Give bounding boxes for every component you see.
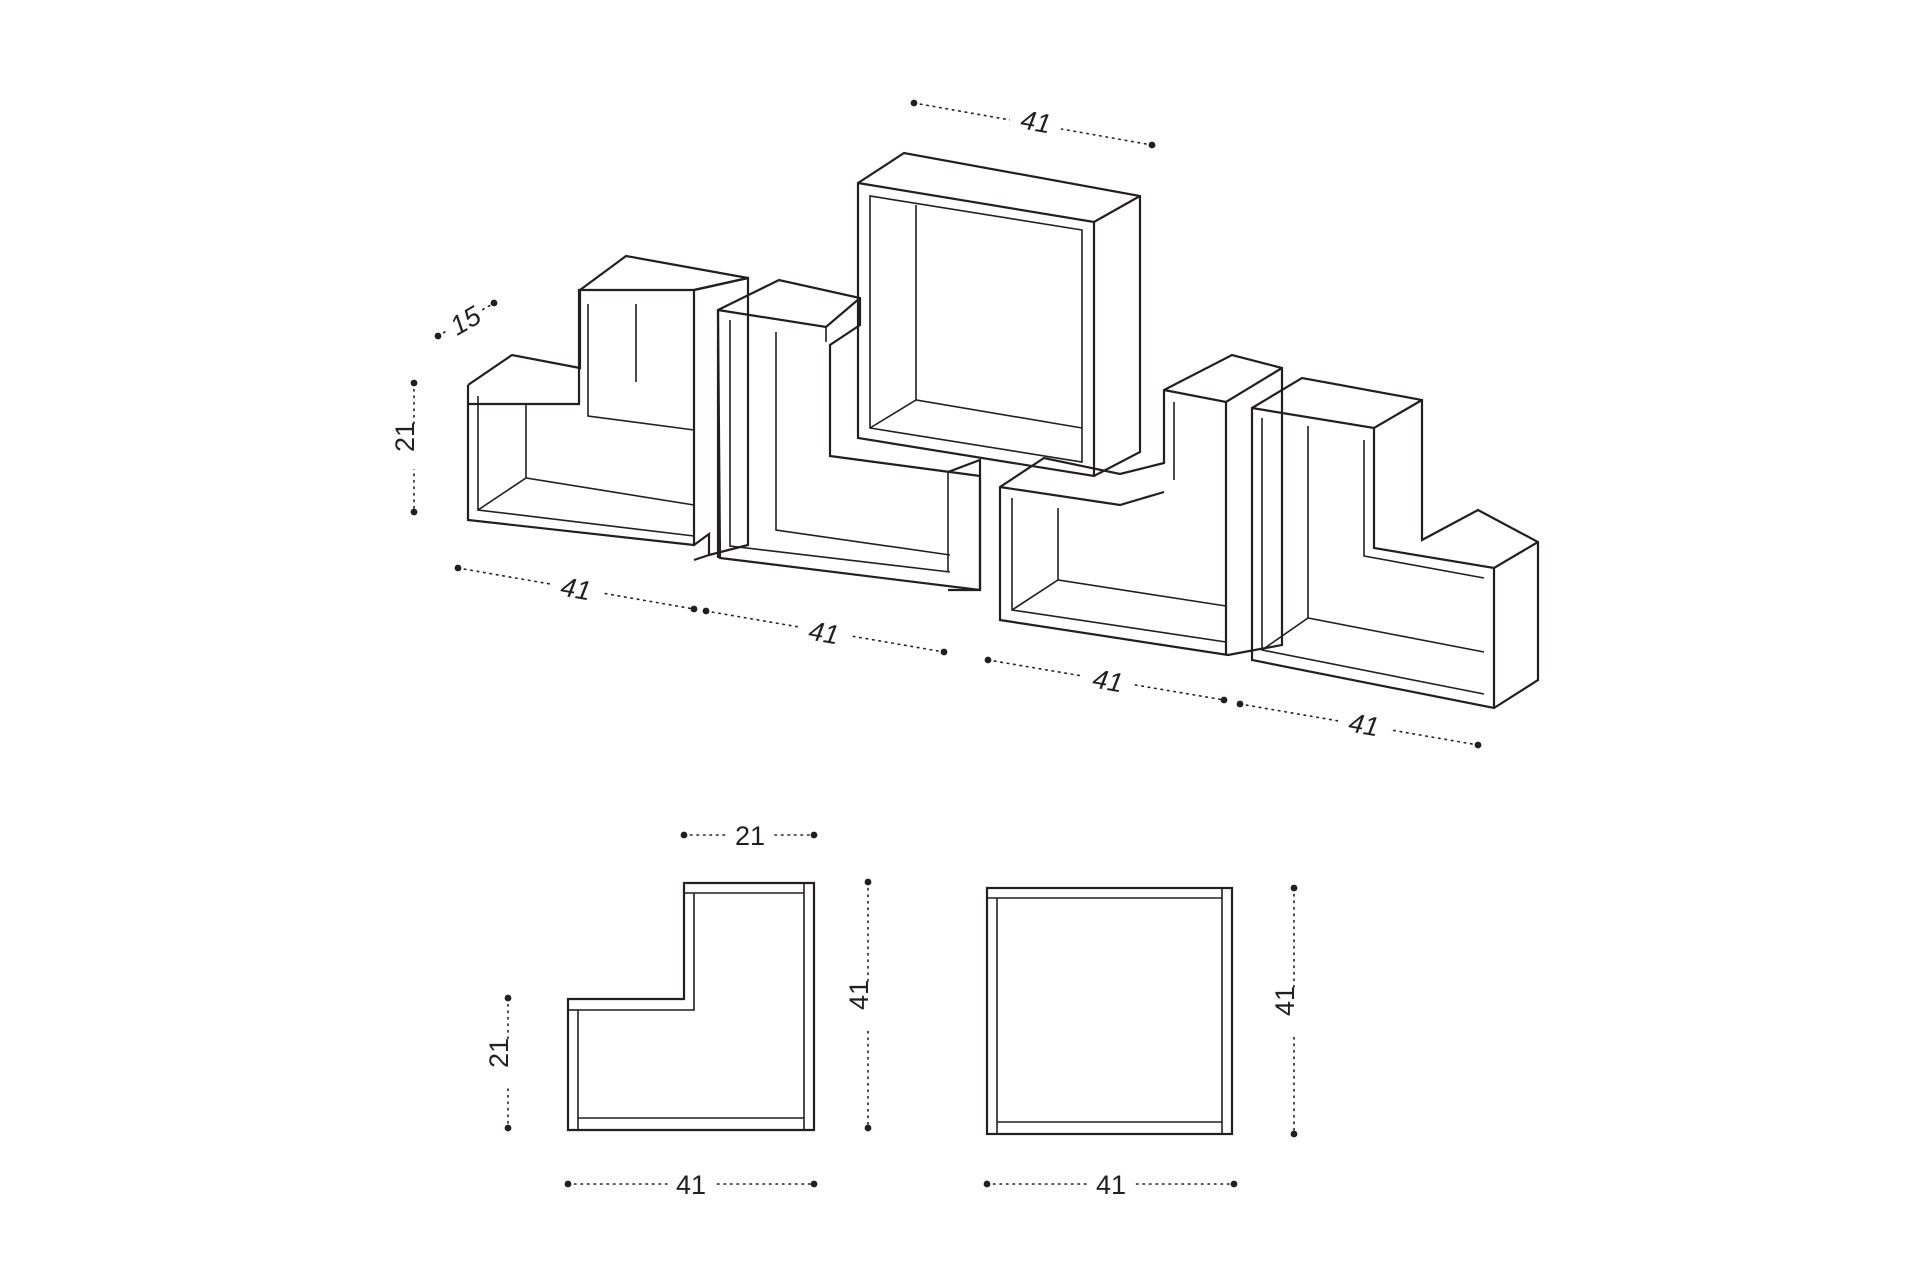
dimension-l-top-width-label: 21 — [735, 821, 765, 851]
l-shelf-module-3 — [998, 353, 1284, 657]
dimension-square-width: 41 — [983, 1167, 1238, 1200]
front-view-square-shelf — [985, 886, 1234, 1136]
dimension-bottom-width-1: 41 — [454, 564, 698, 613]
dimension-l-width-label: 41 — [676, 1170, 706, 1200]
front-view-l-shelf — [566, 881, 816, 1132]
dimension-top-width: 41 — [910, 99, 1156, 149]
dimension-l-width: 41 — [564, 1167, 818, 1200]
dimension-l-right-height-label: 41 — [844, 980, 874, 1010]
dimension-bottom-width-1-label: 41 — [558, 572, 593, 607]
l-shelf-module-2 — [716, 278, 982, 592]
front-view-square-shelf-dimensions: 41 41 — [983, 884, 1312, 1200]
dimension-bottom-width-3: 41 — [984, 656, 1228, 704]
dimension-bottom-width-3-label: 41 — [1090, 664, 1125, 699]
l-shelf-module-4 — [1250, 376, 1540, 710]
dimension-square-width-label: 41 — [1096, 1170, 1126, 1200]
dimension-bottom-width-4: 41 — [1236, 700, 1482, 749]
dimension-top-width-label: 41 — [1018, 105, 1053, 140]
dimension-l-left-height: 21 — [484, 994, 526, 1132]
isometric-assembly — [466, 151, 1540, 710]
dimension-bottom-width-2-label: 41 — [806, 616, 841, 651]
dimension-l-right-height: 41 — [844, 878, 886, 1132]
l-shelf-module-1 — [466, 254, 750, 562]
dimension-depth: 15 — [434, 296, 498, 342]
front-view-l-shelf-dimensions: 21 41 21 41 — [484, 818, 886, 1200]
dimension-l-top-width: 21 — [680, 818, 818, 851]
dimension-square-height: 41 — [1270, 884, 1312, 1138]
dimension-l-left-height-label: 21 — [484, 1038, 514, 1068]
dimension-left-height-label: 21 — [390, 422, 420, 452]
square-box-module-top — [856, 151, 1142, 478]
dimension-square-height-label: 41 — [1270, 986, 1300, 1016]
dimension-bottom-width-2: 41 — [702, 607, 948, 656]
dimension-bottom-width-4-label: 41 — [1346, 708, 1381, 743]
dimension-left-height: 21 — [390, 379, 432, 516]
dimension-depth-label: 15 — [445, 300, 487, 341]
